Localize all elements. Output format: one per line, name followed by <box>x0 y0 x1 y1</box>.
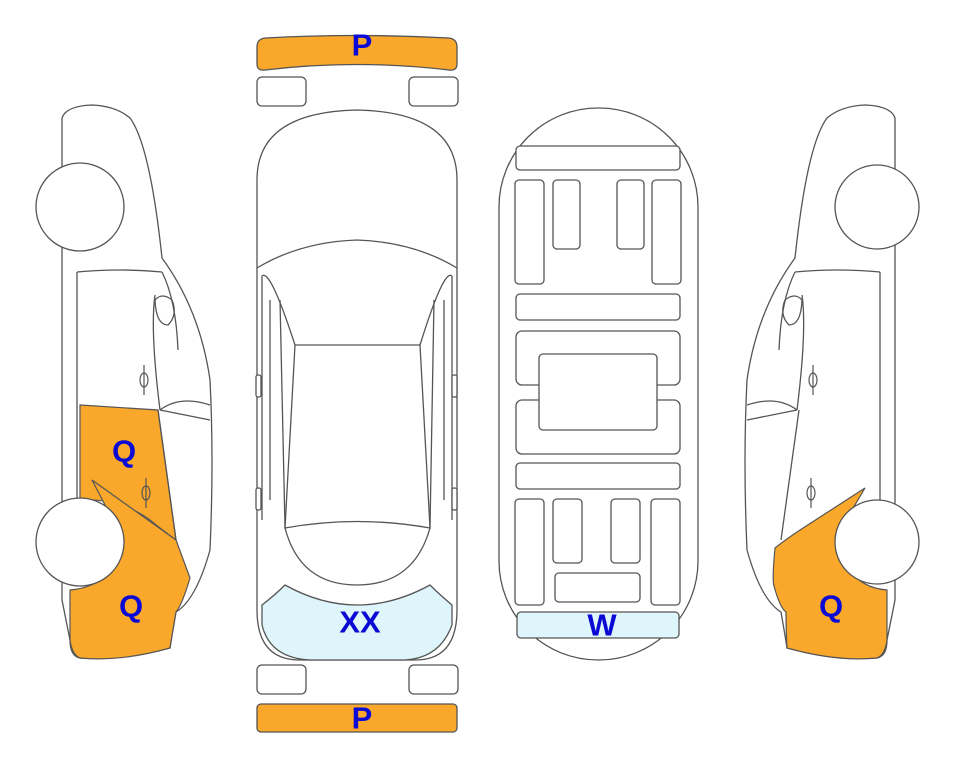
left-roof-line <box>76 269 179 500</box>
top-rear-window[interactable] <box>261 584 453 661</box>
right-window-line <box>746 400 800 541</box>
underside-panel <box>552 498 583 564</box>
top-left-handle <box>255 487 262 511</box>
top-body-outline <box>256 109 458 661</box>
underside-panel <box>554 572 641 603</box>
top-trunk-line <box>284 527 431 586</box>
underside-panel <box>650 498 681 606</box>
underside-panel <box>514 498 545 606</box>
right-front-wheel <box>834 164 920 250</box>
top-view: XX <box>255 109 458 661</box>
right-side-view: Q <box>744 104 920 660</box>
left-window-line <box>157 400 211 541</box>
rear-glass-panel[interactable] <box>516 611 680 639</box>
front-left-headlight <box>256 76 307 107</box>
right-mirror <box>782 295 803 326</box>
left-front-wheel <box>35 162 125 252</box>
right-rear-door-handle <box>806 478 816 508</box>
left-front-door-handle <box>139 365 149 395</box>
left-mirror <box>154 295 175 326</box>
underside-panel <box>616 179 645 250</box>
left-rear-door-handle <box>141 478 151 508</box>
underside-center-panel <box>538 353 658 431</box>
underside-panel <box>515 145 681 171</box>
top-left-pillar <box>261 276 286 529</box>
front-bumper[interactable] <box>256 34 458 71</box>
front-bumper-label: P <box>352 28 373 63</box>
top-cabin <box>284 344 431 529</box>
underside-panel <box>515 293 681 321</box>
rear-bumper-group: P <box>256 664 459 736</box>
underside-view: W <box>498 107 699 661</box>
rear-bumper[interactable] <box>256 703 458 733</box>
front-right-headlight <box>408 76 459 107</box>
rear-right-taillight <box>408 664 459 695</box>
right-rear-quarter-label: Q <box>819 589 843 624</box>
underside-panel <box>651 179 682 285</box>
top-right-pillar <box>429 276 453 529</box>
underside-panel <box>552 179 581 250</box>
left-rear-quarter-label: Q <box>119 589 143 624</box>
top-windshield <box>261 274 453 346</box>
right-front-door-handle <box>808 365 818 395</box>
left-rear-wheel <box>35 497 125 587</box>
right-roof-line <box>778 269 881 500</box>
top-right-handle <box>451 487 458 511</box>
rear-left-taillight <box>256 664 307 695</box>
left-rear-door-label: Q <box>112 434 136 469</box>
underside-panel <box>514 179 545 285</box>
top-hood-line <box>256 239 458 269</box>
left-side-view: Q Q <box>35 104 213 660</box>
underside-panel <box>610 498 641 564</box>
right-rear-wheel <box>834 499 920 585</box>
rear-window-label: XX <box>339 605 381 640</box>
front-bumper-group: P <box>256 28 459 107</box>
rear-glass-label: W <box>587 608 617 643</box>
underside-panel <box>515 462 681 490</box>
rear-bumper-label: P <box>352 701 373 736</box>
top-left-mirror <box>255 374 262 398</box>
top-right-mirror <box>451 374 458 398</box>
